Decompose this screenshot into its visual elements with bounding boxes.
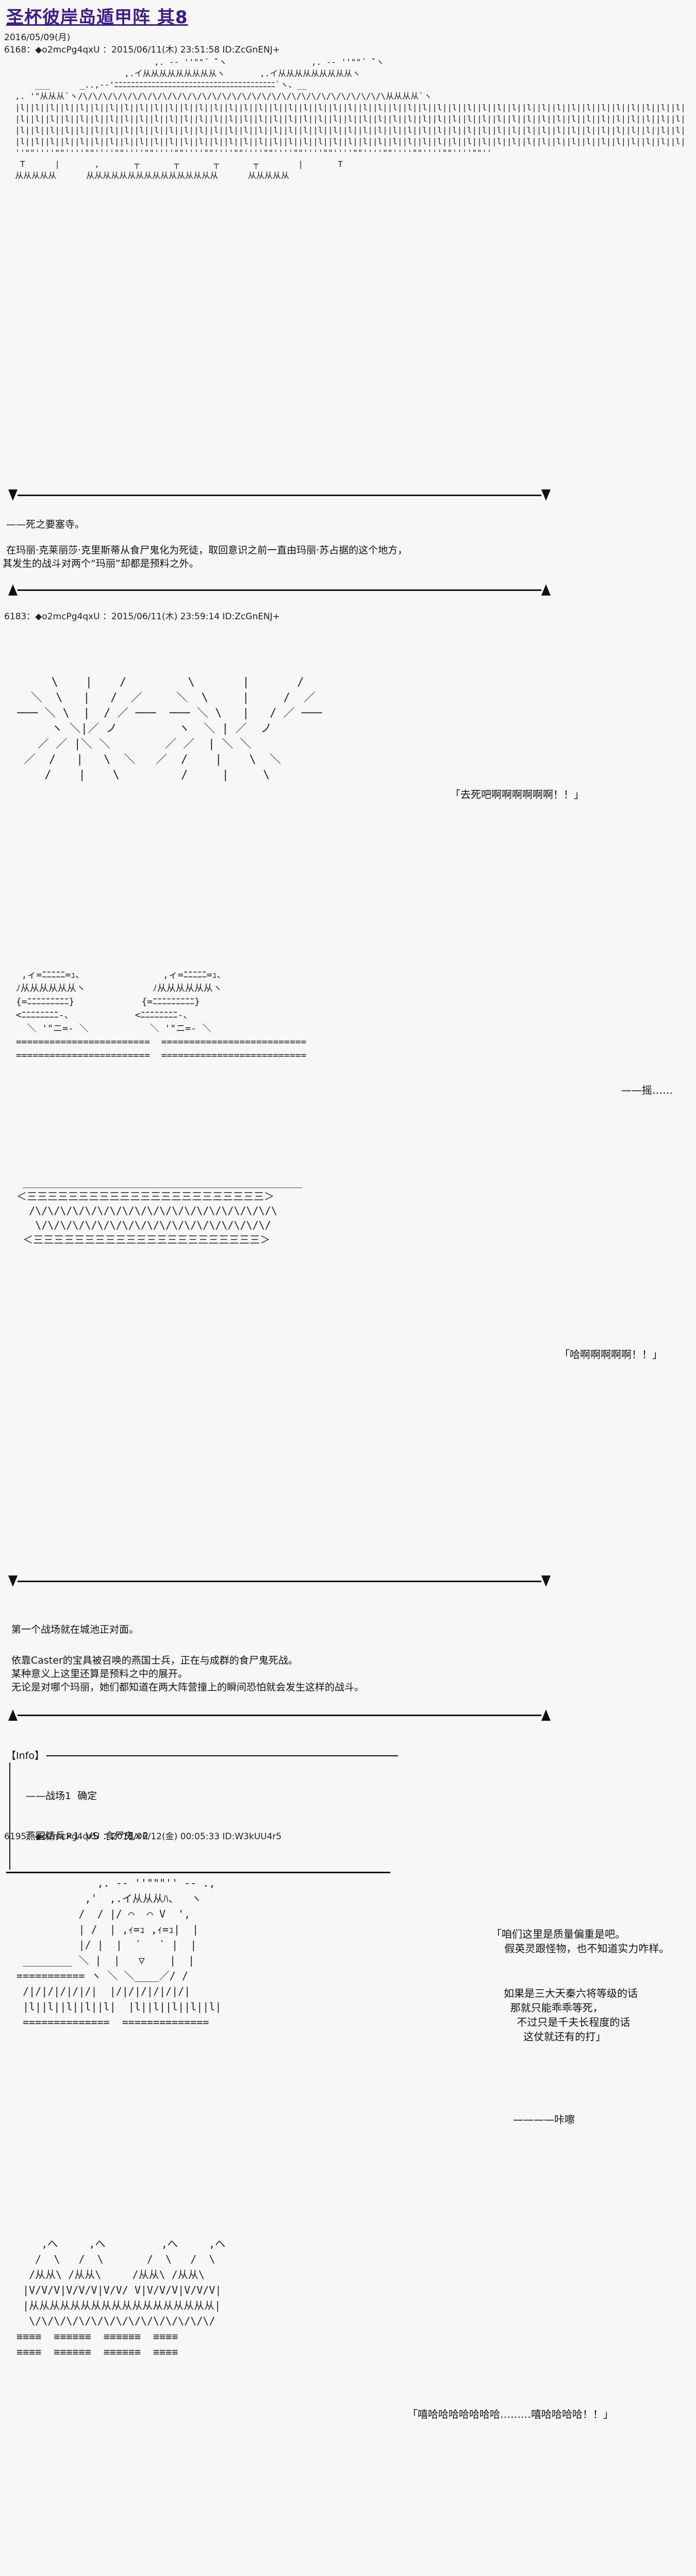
divider-arrow-icon [8,1709,18,1721]
divider-arrow-icon [541,1575,551,1587]
narration-line: 某种意义上这里还算是预料之中的展开。 [11,1668,188,1680]
divider-arrow-icon [541,584,551,596]
narration-line: 依靠Caster的宝具被召唤的燕国士兵，正在与成群的食尸鬼死战。 [11,1655,298,1666]
swords-ascii-art: ________________________________________… [16,1176,302,1246]
narration-line: 无论是对哪个玛丽，她们都知道在两大阵营撞上的瞬间恐怕就会发生这样的战斗。 [11,1682,364,1693]
narration-line: ——死之要塞寺。 [6,519,85,530]
dialogue-line: ————咔嚓 [513,2113,575,2126]
dialogue-line: 「去死吧啊啊啊啊啊啊！！」 [450,788,584,801]
dialogue-line: 如果是三大天秦六将等级的话 那就只能乖乖等死， 不过只是千夫长程度的话 这仗就还… [504,1987,638,2043]
clash-ascii-art: ,ィ=ﾆﾆﾆﾆﾆ=ｭ、 ,ィ=ﾆﾆﾆﾆﾆ=ｭ、 ﾉ从从从从从从ヽ ﾉ从从从从从从… [15,970,307,1061]
castle-ascii-art: ,. -‐ ''""´ ̄`ヽ ,. -‐ ''""´ ̄`ヽ ,.イ从从从从从… [15,57,686,180]
info-line: 燕国精兵×1 VS 食尸鬼×2 [26,1831,149,1842]
assassin-ascii-art: ,. -‐ ''"""'' ‐- ., ,' ,.イ从从从ﾊ、 ヽ / / |/… [16,1877,222,2028]
narration-line: 第一个战场就在城池正对面。 [11,1624,139,1635]
info-line: ——战场1 确定 [26,1790,97,1802]
divider-arrow-icon [541,489,551,501]
section-divider [6,1575,553,1587]
section-divider [6,489,553,501]
dialogue-line: 「咱们这里是质量偏重是吧。 假英灵跟怪物，也不知道实力咋样。 [491,1928,670,1955]
post-header: 6195：◆o2mcPg4qxU ：2015/06/12(金) 00:05:33… [4,1832,282,1842]
divider-arrow-icon [541,1709,551,1721]
divider-arrow-icon [8,1575,18,1587]
post-header: 6183：◆o2mcPg4qxU ：2015/06/11(木) 23:59:14… [4,612,280,622]
divider-arrow-icon [8,584,18,596]
dialogue-line: ——摇…… [621,1084,673,1096]
burst-ascii-art: \ | / \ | / ＼ \ | / ／ ＼ \ | / ／ ─── ＼ \ … [17,676,322,782]
post-header: 6168：◆o2mcPg4qxU ：2015/06/11(木) 23:51:58… [4,45,280,55]
info-box: 【Info】 ——战场1 确定 燕国精兵×1 VS 食尸鬼×2 [6,1749,398,1873]
demon-ascii-art: ,へ ,へ ,へ ,へ / \ / \ / \ / \ /从从\ /从从\ /从… [16,2238,226,2358]
narration-line: 在玛丽·克莱丽莎·克里斯蒂从食尸鬼化为死徒，取回意识之前一直由玛丽·苏占据的这个… [0,545,408,556]
dialogue-line: 「嘻哈哈哈哈哈哈哈………嘻哈哈哈哈！！」 [407,2408,614,2420]
post-date: 2016/05/09(月) [4,32,71,43]
page-title[interactable]: 圣杯彼岸岛遁甲阵 其8 [6,7,188,28]
section-divider [6,584,553,596]
narration-line: 其发生的战斗对两个“玛丽”却都是预料之外。 [3,558,199,569]
info-label: 【Info】 [6,1750,44,1761]
dialogue-line: 「哈啊啊啊啊啊！！」 [559,1348,662,1361]
divider-arrow-icon [8,489,18,501]
section-divider [6,1709,553,1721]
